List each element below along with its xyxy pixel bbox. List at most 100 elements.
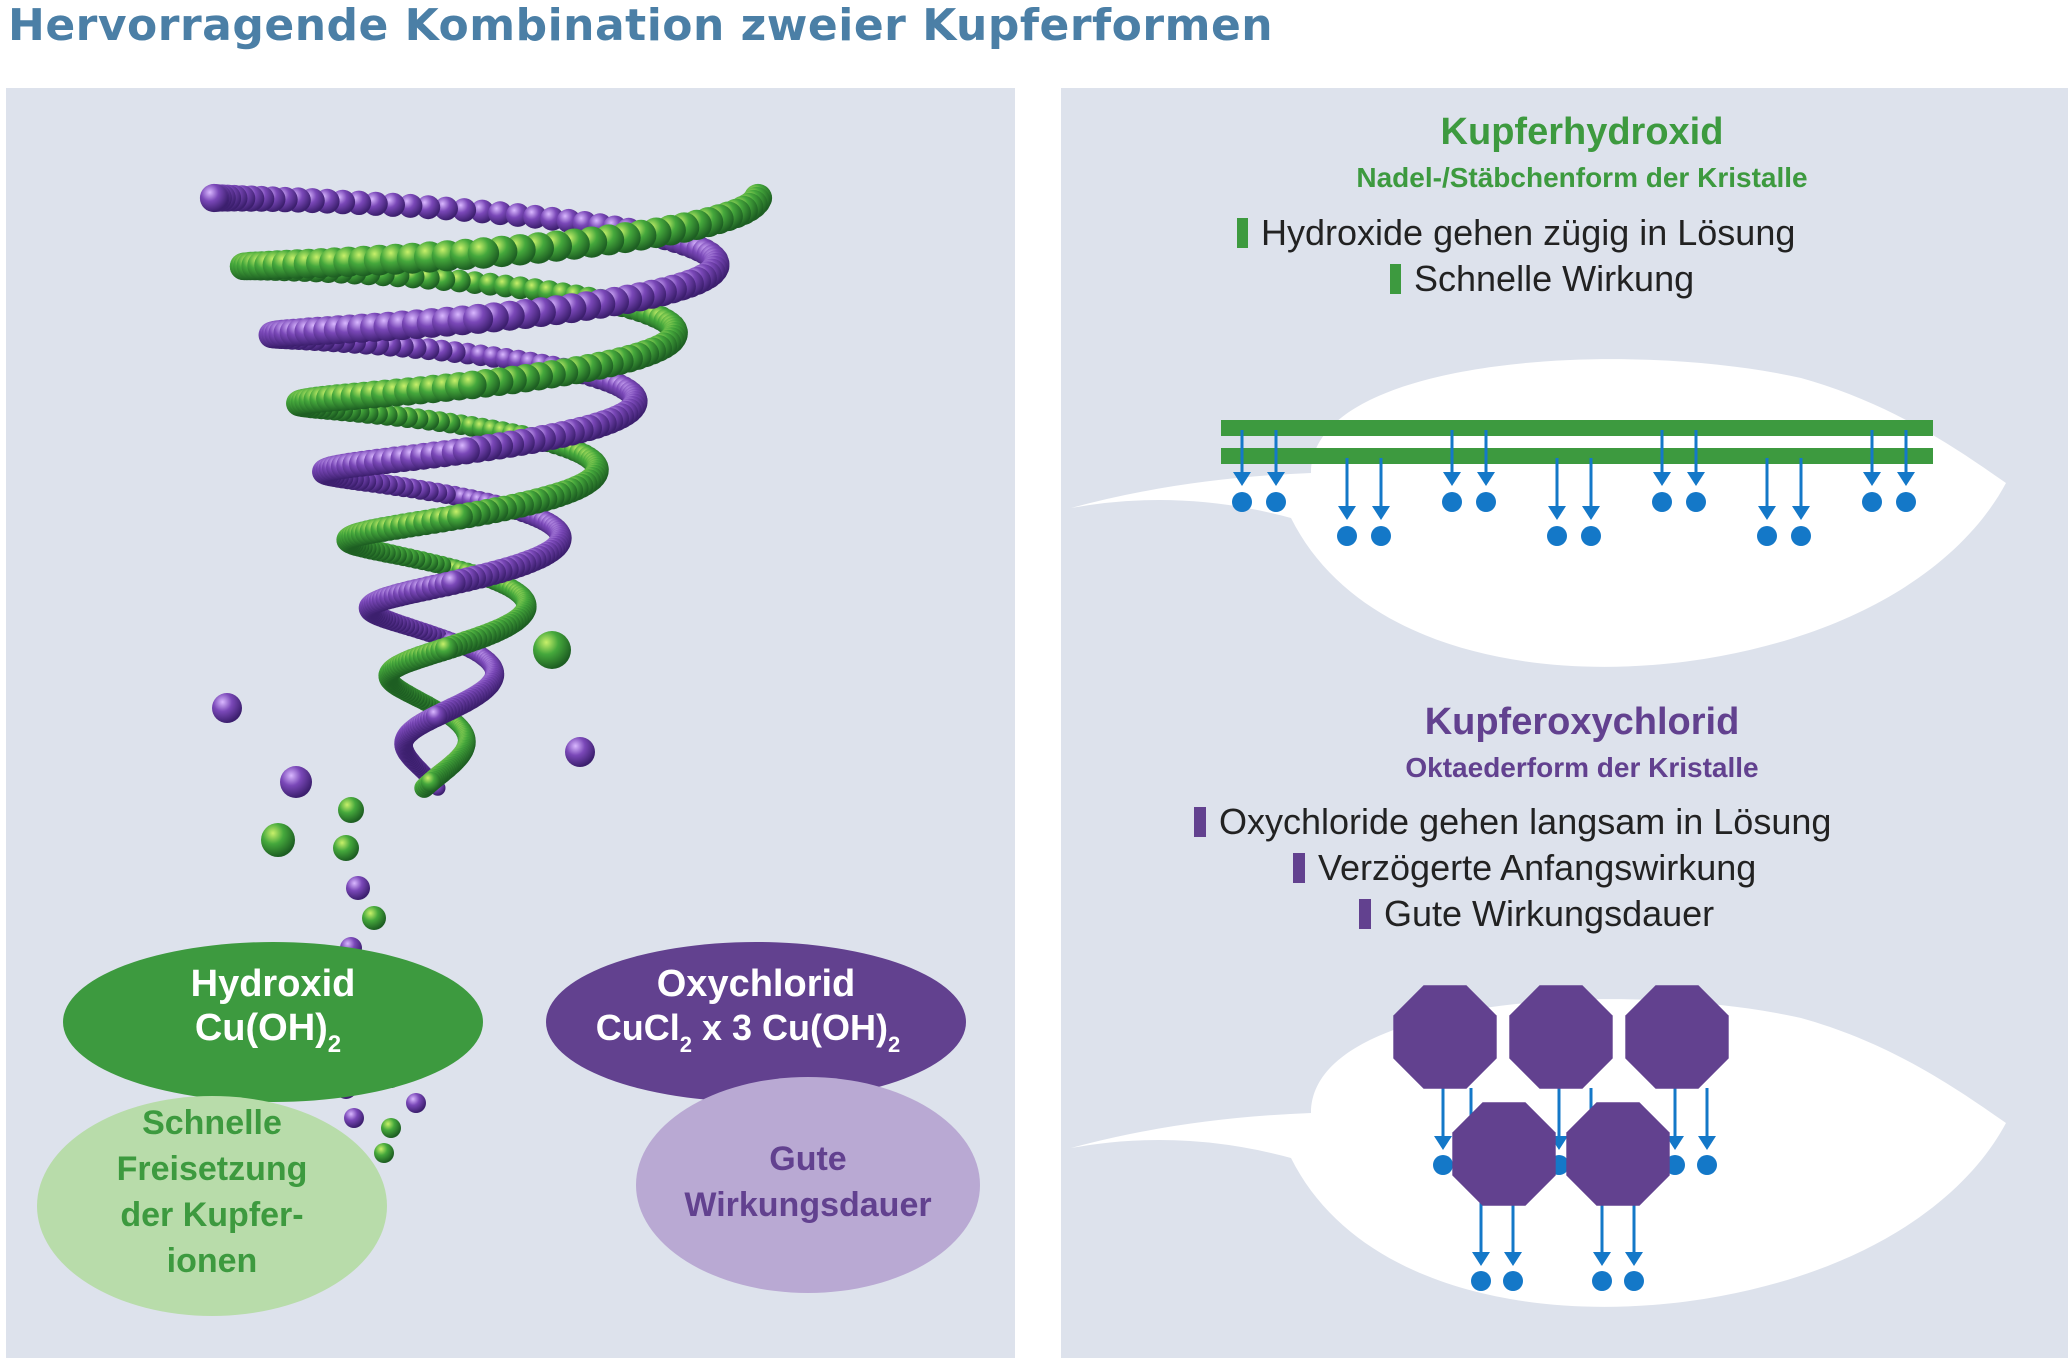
octahedron-crystals <box>1393 985 1729 1206</box>
hydroxide-bead <box>458 370 487 400</box>
copper-ion <box>1652 492 1672 512</box>
hydroxide-bead <box>420 771 441 793</box>
hydroxide-bead <box>261 823 295 857</box>
benefit-green-line-4: ionen <box>167 1242 258 1280</box>
oxychloride-bead <box>280 766 312 798</box>
copper-ion <box>1442 492 1462 512</box>
oxychlorid-formula: CuCl2 x 3 Cu(OH)2 <box>596 1007 901 1057</box>
octahedron-crystal <box>1625 985 1729 1089</box>
down-arrow-icon <box>1477 430 1495 486</box>
bullet-marker <box>1237 218 1248 248</box>
down-arrow-icon <box>1233 430 1251 486</box>
hydroxide-bead <box>381 1118 401 1138</box>
hydroxid-name: Hydroxid <box>191 963 356 1005</box>
oxychloride-bead <box>434 196 458 221</box>
copper-ion <box>1896 492 1916 512</box>
down-arrow-icon <box>1582 458 1600 520</box>
oxychloride-bead <box>505 203 530 227</box>
octahedron-crystal <box>1452 1102 1556 1206</box>
down-arrow-icon <box>1666 1088 1684 1150</box>
copper-helix <box>199 183 773 1163</box>
needle-crystal <box>1221 420 1933 436</box>
oxychloride-bullet-1: Oxychloride gehen langsam in Lösung <box>1219 801 1831 842</box>
hydroxide-subheading: Nadel-/Stäbchenform der Kristalle <box>1356 162 1807 193</box>
oxychloride-heading: Kupferoxychlorid <box>1425 701 1740 743</box>
copper-ion <box>1624 1271 1644 1291</box>
octahedron-crystal <box>1509 985 1613 1089</box>
copper-ion <box>1266 492 1286 512</box>
down-arrow-icon <box>1434 1088 1452 1150</box>
hydroxide-leaf-diagram <box>1071 359 2006 667</box>
leaf-shape <box>1071 359 2006 667</box>
down-arrow-icon <box>1758 458 1776 520</box>
down-arrow-icon <box>1863 430 1881 486</box>
hydroxide-bead <box>338 797 364 823</box>
hydroxide-info: Kupferhydroxid Nadel-/Stäbchenform der K… <box>1237 111 1808 299</box>
helix-illustration: Hydroxid Cu(OH)2 Oxychlorid CuCl2 x 3 Cu… <box>37 183 980 1316</box>
copper-ion <box>1697 1155 1717 1175</box>
hydroxide-bead <box>467 237 500 269</box>
benefit-green-bubble: Schnelle Freisetzung der Kupfer- ionen <box>37 1096 387 1316</box>
oxychloride-bead <box>406 1093 426 1113</box>
benefit-purple-line-1: Gute <box>769 1140 846 1178</box>
right-panel: Kupferhydroxid Nadel-/Stäbchenform der K… <box>1061 88 2068 1358</box>
octahedron-crystal <box>1393 985 1497 1089</box>
oxychloride-leaf-diagram <box>1071 985 2006 1307</box>
benefit-green-line-2: Freisetzung <box>117 1150 308 1188</box>
oxychloride-bead <box>344 1108 364 1128</box>
down-arrow-icon <box>1267 430 1285 486</box>
hydroxide-bead <box>362 906 386 930</box>
copper-ion <box>1371 526 1391 546</box>
hydroxide-bead <box>333 835 359 861</box>
copper-ion <box>1337 526 1357 546</box>
hydroxide-bead <box>533 631 571 669</box>
copper-ion <box>1757 526 1777 546</box>
bullet-marker <box>1390 264 1401 294</box>
copper-ion <box>1791 526 1811 546</box>
hydroxide-bead <box>435 637 459 661</box>
copper-ion <box>1547 526 1567 546</box>
down-arrow-icon <box>1897 430 1915 486</box>
oxychloride-subheading: Oktaederform der Kristalle <box>1405 752 1758 783</box>
down-arrow-icon <box>1653 430 1671 486</box>
bullet-marker <box>1293 853 1305 883</box>
needle-crystal <box>1221 448 1933 464</box>
bullet-marker <box>1194 807 1206 837</box>
down-arrow-icon <box>1687 430 1705 486</box>
down-arrow-icon <box>1698 1088 1716 1150</box>
oxychloride-bead <box>565 737 595 767</box>
benefit-green-line-1: Schnelle <box>142 1104 282 1142</box>
benefit-purple-line-2: Wirkungsdauer <box>684 1186 931 1224</box>
hydroxide-heading: Kupferhydroxid <box>1441 111 1724 153</box>
oxychloride-info: Kupferoxychlorid Oktaederform der Krista… <box>1194 701 1831 934</box>
down-arrow-icon <box>1625 1200 1643 1266</box>
copper-ion <box>1476 492 1496 512</box>
copper-ion <box>1686 492 1706 512</box>
benefit-purple-bubble: Gute Wirkungsdauer <box>636 1077 980 1293</box>
oxychloride-bead <box>380 192 405 217</box>
copper-ion <box>1665 1155 1685 1175</box>
oxychloride-bead <box>441 570 466 595</box>
copper-ion <box>1503 1271 1523 1291</box>
copper-ion <box>1592 1271 1612 1291</box>
hydroxide-bullet-1: Hydroxide gehen zügig in Lösung <box>1261 212 1795 253</box>
oxychloride-bead <box>452 437 480 465</box>
copper-ion <box>1862 492 1882 512</box>
down-arrow-icon <box>1443 430 1461 486</box>
oxychloride-bead <box>199 183 229 213</box>
oxychloride-bead <box>212 693 242 723</box>
hydroxide-bead <box>447 503 473 530</box>
copper-ion <box>1581 526 1601 546</box>
copper-ion <box>1232 492 1252 512</box>
down-arrow-icon <box>1472 1200 1490 1266</box>
oxychloride-bullet-3: Gute Wirkungsdauer <box>1384 893 1714 934</box>
down-arrow-icon <box>1548 458 1566 520</box>
left-panel: Hydroxid Cu(OH)2 Oxychlorid CuCl2 x 3 Cu… <box>6 88 1015 1358</box>
release-arrows <box>1232 430 1916 546</box>
oxychloride-bullet-2: Verzögerte Anfangswirkung <box>1318 847 1756 888</box>
copper-ion <box>1471 1271 1491 1291</box>
oxychloride-bead <box>470 199 495 224</box>
oxychloride-bead <box>452 198 477 222</box>
oxychloride-bead <box>416 195 441 220</box>
down-arrow-icon <box>1338 458 1356 520</box>
